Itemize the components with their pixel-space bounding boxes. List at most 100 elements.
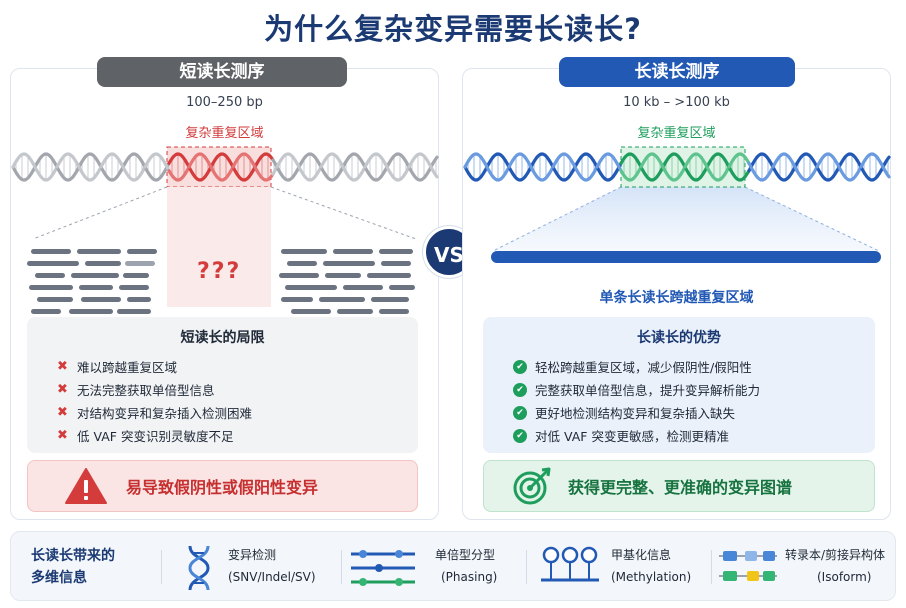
unresolved-region	[167, 187, 271, 307]
short-read	[389, 285, 415, 290]
short-reads-left-group	[27, 249, 157, 314]
divider	[526, 550, 527, 584]
short-read	[125, 261, 155, 266]
short-read	[127, 297, 151, 302]
short-read	[71, 273, 119, 278]
list-item: ✔完整获取单倍型信息，提升变异解析能力	[499, 378, 859, 401]
short-read	[85, 261, 121, 266]
short-read	[281, 249, 327, 254]
short-read	[337, 309, 373, 314]
long-read-header: 长读长测序	[559, 57, 795, 87]
long-read-region-label: 复杂重复区域	[637, 126, 716, 141]
target-icon	[513, 467, 551, 505]
long-read-helix-diagram	[463, 146, 891, 263]
short-read	[29, 285, 73, 290]
check-icon: ✔	[513, 405, 527, 420]
list-item: ✖无法完整获取单倍型信息	[57, 382, 215, 398]
long-read-bar	[491, 251, 881, 263]
span-projection	[493, 187, 879, 251]
short-read	[31, 249, 71, 254]
helix-strand	[431, 155, 439, 165]
footer-item-isoform: 转录本/剪接异构体 (Isoform)	[717, 542, 893, 592]
isoform-icon	[719, 551, 777, 581]
short-read	[31, 309, 61, 314]
short-read	[27, 261, 79, 266]
short-read	[285, 285, 337, 290]
check-icon: ✔	[513, 382, 527, 397]
cross-icon: ✖	[57, 428, 68, 443]
long-read-advantages-box: 长读长的优势 ✔轻松跨越重复区域，减少假阴性/假阳性 ✔完整获取单倍型信息，提升…	[483, 317, 875, 453]
short-read	[379, 249, 413, 254]
short-read	[281, 297, 313, 302]
short-read-conclusion: 易导致假阴性或假阳性变异	[126, 478, 319, 497]
short-read	[323, 261, 375, 266]
check-icon: ✔	[513, 428, 527, 443]
long-read-range: 10 kb – >100 kb	[623, 95, 730, 110]
cross-icon: ✖	[57, 359, 68, 374]
long-read-conclusion-banner: 获得更完整、更准确的变异图谱	[483, 460, 875, 512]
advantages-title: 长读长的优势	[637, 330, 721, 346]
list-item: ✖低 VAF 突变识别灵敏度不足	[57, 428, 234, 444]
short-read-header: 短读长测序	[97, 57, 347, 87]
short-reads-right-group	[279, 249, 415, 314]
short-read	[119, 285, 149, 290]
short-read-range: 100–250 bp	[186, 95, 263, 110]
dna-helix-right	[463, 152, 891, 182]
short-read	[35, 273, 65, 278]
helix-strand	[883, 155, 891, 165]
check-icon: ✔	[513, 359, 527, 374]
short-read-panel: 短读长测序 100–250 bp 复杂重复区域 ??? 短读长的局限 ✖难以跨越…	[10, 57, 439, 520]
short-read-helix-diagram	[11, 146, 439, 314]
list-item: ✖难以跨越重复区域	[57, 359, 178, 375]
dna-icon	[188, 545, 210, 591]
helix-strand	[431, 169, 439, 179]
phasing-icon	[351, 550, 415, 586]
page-title: 为什么复杂变异需要长读长?	[264, 12, 642, 46]
short-read	[37, 297, 73, 302]
warning-icon	[65, 468, 107, 504]
long-read-conclusion: 获得更完整、更准确的变异图谱	[568, 478, 793, 497]
short-read	[381, 261, 411, 266]
short-read	[127, 249, 157, 254]
short-read	[333, 249, 373, 254]
divider	[161, 550, 162, 584]
short-read	[343, 285, 383, 290]
footer-item-methylation: 甲基化信息 (Methylation)	[539, 542, 709, 592]
repeat-region-box	[620, 146, 746, 188]
list-item: ✖对结构变异和复杂插入检测困难	[57, 405, 253, 421]
short-read	[117, 309, 151, 314]
short-read	[77, 249, 121, 254]
short-read	[69, 309, 113, 314]
short-read	[367, 273, 411, 278]
short-read	[325, 273, 361, 278]
unknown-marker: ???	[197, 259, 242, 284]
short-read	[371, 297, 409, 302]
short-read-limits-box: 短读长的局限 ✖难以跨越重复区域 ✖无法完整获取单倍型信息 ✖对结构变异和复杂插…	[27, 317, 418, 453]
cross-icon: ✖	[57, 382, 68, 397]
footer-item-phasing: 单倍型分型 (Phasing)	[349, 542, 519, 592]
long-read-panel: 长读长测序 10 kb – >100 kb 复杂重复区域 单条长读长跨越重复区域…	[462, 57, 891, 520]
short-read	[319, 297, 365, 302]
list-item: ✔对低 VAF 突变更敏感，检测更精准	[499, 424, 859, 447]
divider	[711, 550, 712, 584]
multi-info-footer: 长读长带来的 多维信息 变异检测 (SNV/Indel/SV) 单倍型分型 (P…	[10, 531, 896, 601]
short-read	[287, 261, 317, 266]
footer-item-variant: 变异检测 (SNV/Indel/SV)	[186, 542, 346, 592]
footer-title: 长读长带来的 多维信息	[31, 548, 115, 586]
cross-icon: ✖	[57, 405, 68, 420]
short-read	[81, 297, 121, 302]
divider	[341, 550, 342, 584]
list-item: ✔轻松跨越重复区域，减少假阴性/假阳性	[499, 355, 859, 378]
methylation-icon	[541, 546, 599, 582]
short-read	[123, 273, 149, 278]
limits-title: 短读长的局限	[180, 330, 265, 346]
dna-helix-left	[11, 152, 439, 182]
short-read	[379, 309, 409, 314]
helix-strand	[883, 169, 891, 179]
short-read	[279, 273, 319, 278]
long-read-span-label: 单条长读长跨越重复区域	[599, 290, 754, 306]
short-read-conclusion-banner: 易导致假阴性或假阳性变异	[27, 460, 418, 512]
short-read	[79, 285, 113, 290]
short-read-region-label: 复杂重复区域	[185, 126, 264, 141]
short-read	[291, 309, 331, 314]
